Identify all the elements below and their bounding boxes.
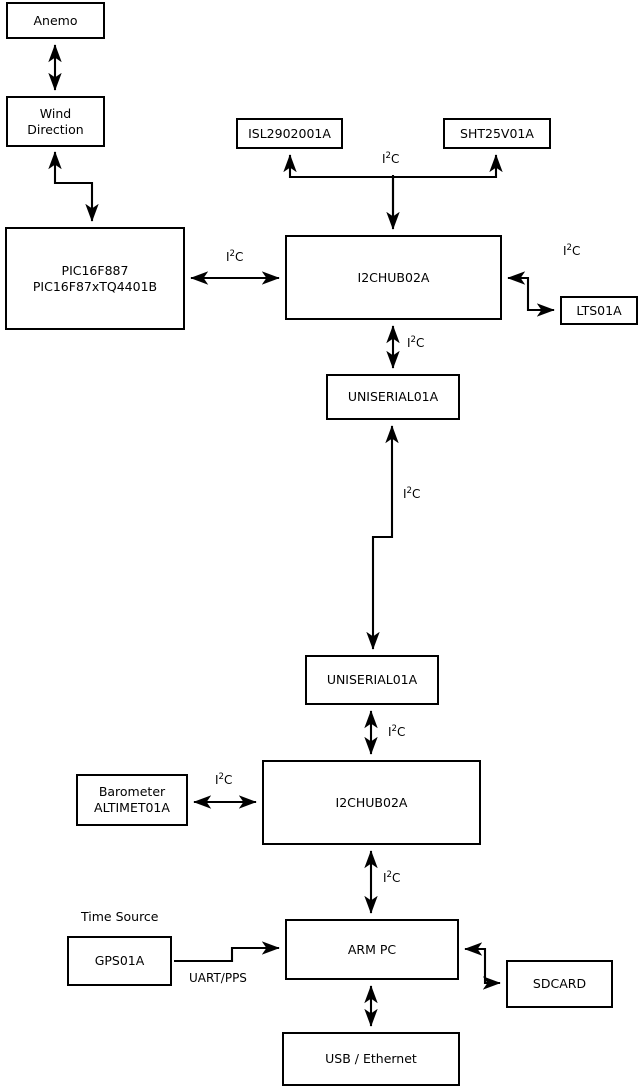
- edge-gps-armpc: [174, 941, 280, 963]
- edge-hub-lts: [507, 271, 555, 317]
- node-label: Barometer ALTIMET01A: [94, 784, 170, 815]
- edge-label-i2c-hub-lts: I2C: [563, 243, 581, 258]
- edge-label-i2c-hub-uniserial-upper: I2C: [407, 335, 425, 350]
- edge-armpc-sdcard: [464, 942, 501, 990]
- node-lts01a[interactable]: LTS01A: [560, 296, 638, 325]
- node-isl2902001a[interactable]: ISL2902001A: [236, 118, 343, 149]
- node-sht25v01a[interactable]: SHT25V01A: [443, 118, 551, 149]
- edge-label-i2c-hub-armpc: I2C: [383, 870, 401, 885]
- edge-label-i2c-barometer-hub: I2C: [215, 772, 233, 787]
- node-wind-direction[interactable]: Wind Direction: [6, 96, 105, 147]
- node-uniserial01a-lower[interactable]: UNISERIAL01A: [305, 655, 439, 705]
- node-label: I2CHUB02A: [357, 269, 430, 285]
- edge-label-uart-pps: UART/PPS: [189, 971, 247, 985]
- node-pic16f887[interactable]: PIC16F887 PIC16F87xTQ4401B: [5, 227, 185, 330]
- node-label: I2CHUB02A: [335, 794, 408, 810]
- node-i2chub02a-top[interactable]: I2CHUB02A: [285, 235, 502, 320]
- node-label: SHT25V01A: [460, 125, 534, 141]
- node-label: UNISERIAL01A: [326, 672, 418, 687]
- node-arm-pc[interactable]: ARM PC: [285, 919, 459, 980]
- edge-wind-pic: [48, 151, 99, 222]
- node-usb-ethernet[interactable]: USB / Ethernet: [282, 1032, 460, 1086]
- node-label: Wind Direction: [27, 105, 84, 137]
- node-label: UNISERIAL01A: [347, 389, 439, 404]
- edge-label-i2c-pic-hub: I2C: [226, 249, 244, 264]
- node-label: USB / Ethernet: [325, 1051, 417, 1066]
- node-label: ISL2902001A: [248, 125, 331, 141]
- edge-label-i2c-top-branch: I2C: [382, 151, 400, 166]
- node-label: SDCARD: [532, 976, 587, 991]
- node-anemo[interactable]: Anemo: [6, 2, 105, 39]
- node-gps01a[interactable]: GPS01A: [67, 936, 172, 986]
- node-barometer-altimet01a[interactable]: Barometer ALTIMET01A: [76, 774, 188, 826]
- node-label: GPS01A: [94, 953, 145, 968]
- edge-label-i2c-uniserial-uniserial: I2C: [403, 486, 421, 501]
- node-label: ARM PC: [347, 941, 397, 957]
- node-label: LTS01A: [576, 302, 622, 318]
- node-sdcard[interactable]: SDCARD: [506, 960, 613, 1008]
- node-uniserial01a-upper[interactable]: UNISERIAL01A: [326, 374, 460, 420]
- edge-uniserial-uniserial: [366, 425, 399, 650]
- label-time-source: Time Source: [81, 909, 159, 924]
- node-label: PIC16F887 PIC16F87xTQ4401B: [32, 262, 158, 294]
- edge-label-i2c-uniserial-hub-bottom: I2C: [388, 724, 406, 739]
- node-i2chub02a-bottom[interactable]: I2CHUB02A: [262, 760, 481, 845]
- node-label: Anemo: [33, 12, 78, 28]
